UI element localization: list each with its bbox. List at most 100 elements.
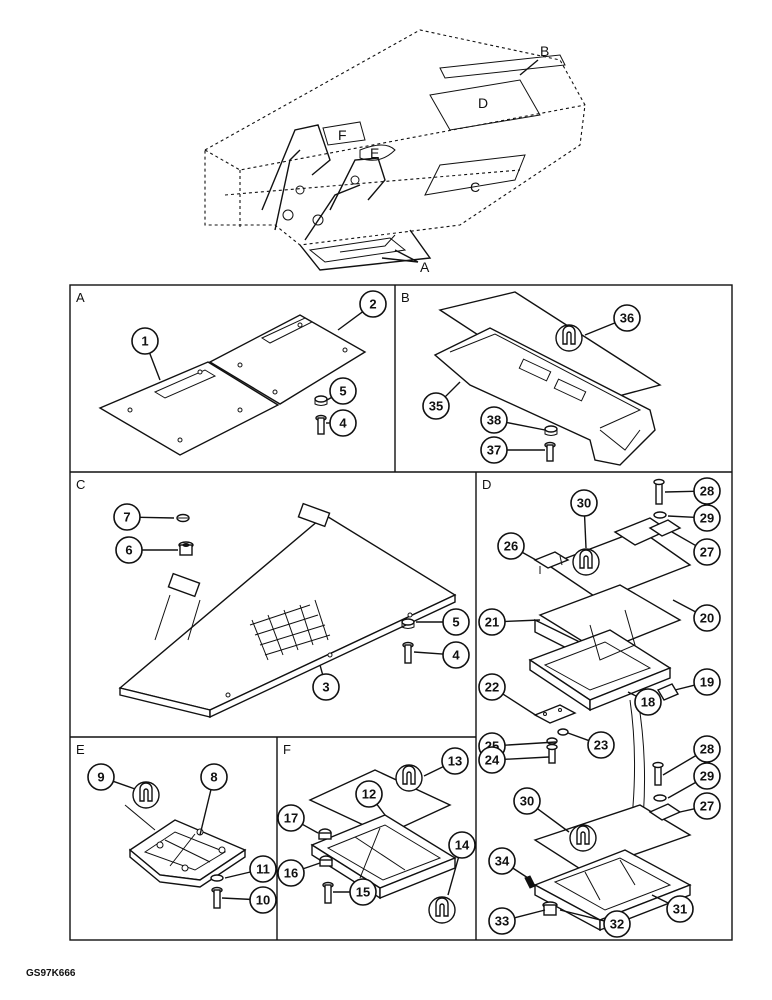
callout-leader <box>627 691 637 697</box>
overview-label-c: C <box>470 179 480 195</box>
callout-leader <box>512 867 529 879</box>
callout-leader <box>522 551 537 561</box>
callout-leader <box>506 421 546 431</box>
callout-leader <box>514 909 546 919</box>
callout-number: 4 <box>452 648 460 663</box>
callout-circle <box>480 406 508 434</box>
callout-leader <box>139 516 175 519</box>
callout-23: 23 <box>567 731 615 759</box>
callout-28: 28 <box>662 735 721 776</box>
callout-8: 8 <box>199 763 228 836</box>
callout-number: 5 <box>339 384 346 399</box>
callout-circle <box>87 763 115 791</box>
callout-circle <box>666 895 694 923</box>
overview-label-d: D <box>478 95 488 111</box>
overview-label-a: A <box>420 259 430 275</box>
callout-13: 13 <box>423 747 469 777</box>
callout-circle <box>693 792 721 820</box>
callout-number: 32 <box>610 917 624 932</box>
callout-circle <box>115 536 143 564</box>
callout-circle <box>249 886 277 914</box>
callout-leader <box>671 531 697 547</box>
callout-circle <box>478 746 506 774</box>
callout-number: 24 <box>485 753 500 768</box>
callout-circle <box>441 747 469 775</box>
callout-20: 20 <box>672 599 721 632</box>
callout-9: 9 <box>87 763 136 791</box>
callout-circle <box>693 538 721 566</box>
decal-icon <box>555 324 583 352</box>
callout-number: 26 <box>504 539 518 554</box>
callout-circle <box>693 668 721 696</box>
overview-label-b: B <box>540 43 549 59</box>
callout-27: 27 <box>671 531 721 566</box>
callout-30: 30 <box>570 489 598 549</box>
callout-circle <box>312 673 340 701</box>
decal-icon <box>395 764 423 792</box>
callout-38: 38 <box>480 406 546 434</box>
callout-leader <box>302 823 319 834</box>
callout-number: 29 <box>700 769 714 784</box>
callout-leader <box>113 780 136 790</box>
callout-number: 14 <box>455 838 470 853</box>
callout-24: 24 <box>478 746 550 774</box>
callout-4: 4 <box>326 409 357 437</box>
callout-number: 2 <box>369 297 376 312</box>
callout-circle <box>693 762 721 790</box>
callout-4: 4 <box>413 641 470 669</box>
callout-number: 23 <box>594 738 608 753</box>
callout-leader <box>559 909 605 922</box>
callout-6: 6 <box>115 536 178 564</box>
callout-leader <box>376 803 386 816</box>
callout-number: 31 <box>673 902 687 917</box>
callout-number: 6 <box>125 543 132 558</box>
panel-d-letter: D <box>482 477 491 492</box>
callout-7: 7 <box>113 503 175 531</box>
callout-number: 27 <box>700 799 714 814</box>
callout-circle <box>442 641 470 669</box>
callout-circle <box>277 859 305 887</box>
callout-5: 5 <box>326 377 357 405</box>
overview-label-f: F <box>338 127 347 143</box>
callout-circle <box>693 477 721 505</box>
callout-19: 19 <box>674 668 721 696</box>
callout-number: 30 <box>577 496 591 511</box>
panel-a-drawing <box>98 314 367 456</box>
callout-number: 36 <box>620 311 634 326</box>
callout-number: 13 <box>448 754 462 769</box>
callout-12: 12 <box>355 780 386 816</box>
callout-number: 34 <box>495 854 510 869</box>
callout-circle <box>422 392 450 420</box>
decal-icon <box>572 548 600 576</box>
callout-leader <box>679 808 695 813</box>
callout-14: 14 <box>447 831 476 896</box>
callout-leader <box>664 490 695 493</box>
callout-circle <box>693 504 721 532</box>
callout-32: 32 <box>559 909 631 938</box>
drawing-code: GS97K666 <box>26 968 76 979</box>
callout-number: 8 <box>210 770 217 785</box>
callout-number: 35 <box>429 399 443 414</box>
panel-f-letter: F <box>283 742 291 757</box>
callout-circle <box>355 780 383 808</box>
callout-circle <box>113 503 141 531</box>
callout-number: 30 <box>520 794 534 809</box>
callout-number: 16 <box>284 866 298 881</box>
callout-number: 15 <box>356 885 370 900</box>
callout-leader <box>504 756 550 761</box>
callout-number: 27 <box>700 545 714 560</box>
callout-leader <box>149 352 161 381</box>
callout-leader <box>537 808 570 833</box>
callout-26: 26 <box>497 532 537 561</box>
callout-leader <box>584 322 616 336</box>
callout-circle <box>277 804 305 832</box>
callout-number: 28 <box>700 742 714 757</box>
callout-36: 36 <box>584 304 641 336</box>
callout-37: 37 <box>480 436 545 464</box>
decal-icons <box>132 324 600 924</box>
callout-leader <box>224 871 251 879</box>
callout-30: 30 <box>513 787 570 833</box>
callout-leader <box>662 755 697 776</box>
callout-10: 10 <box>221 886 277 914</box>
